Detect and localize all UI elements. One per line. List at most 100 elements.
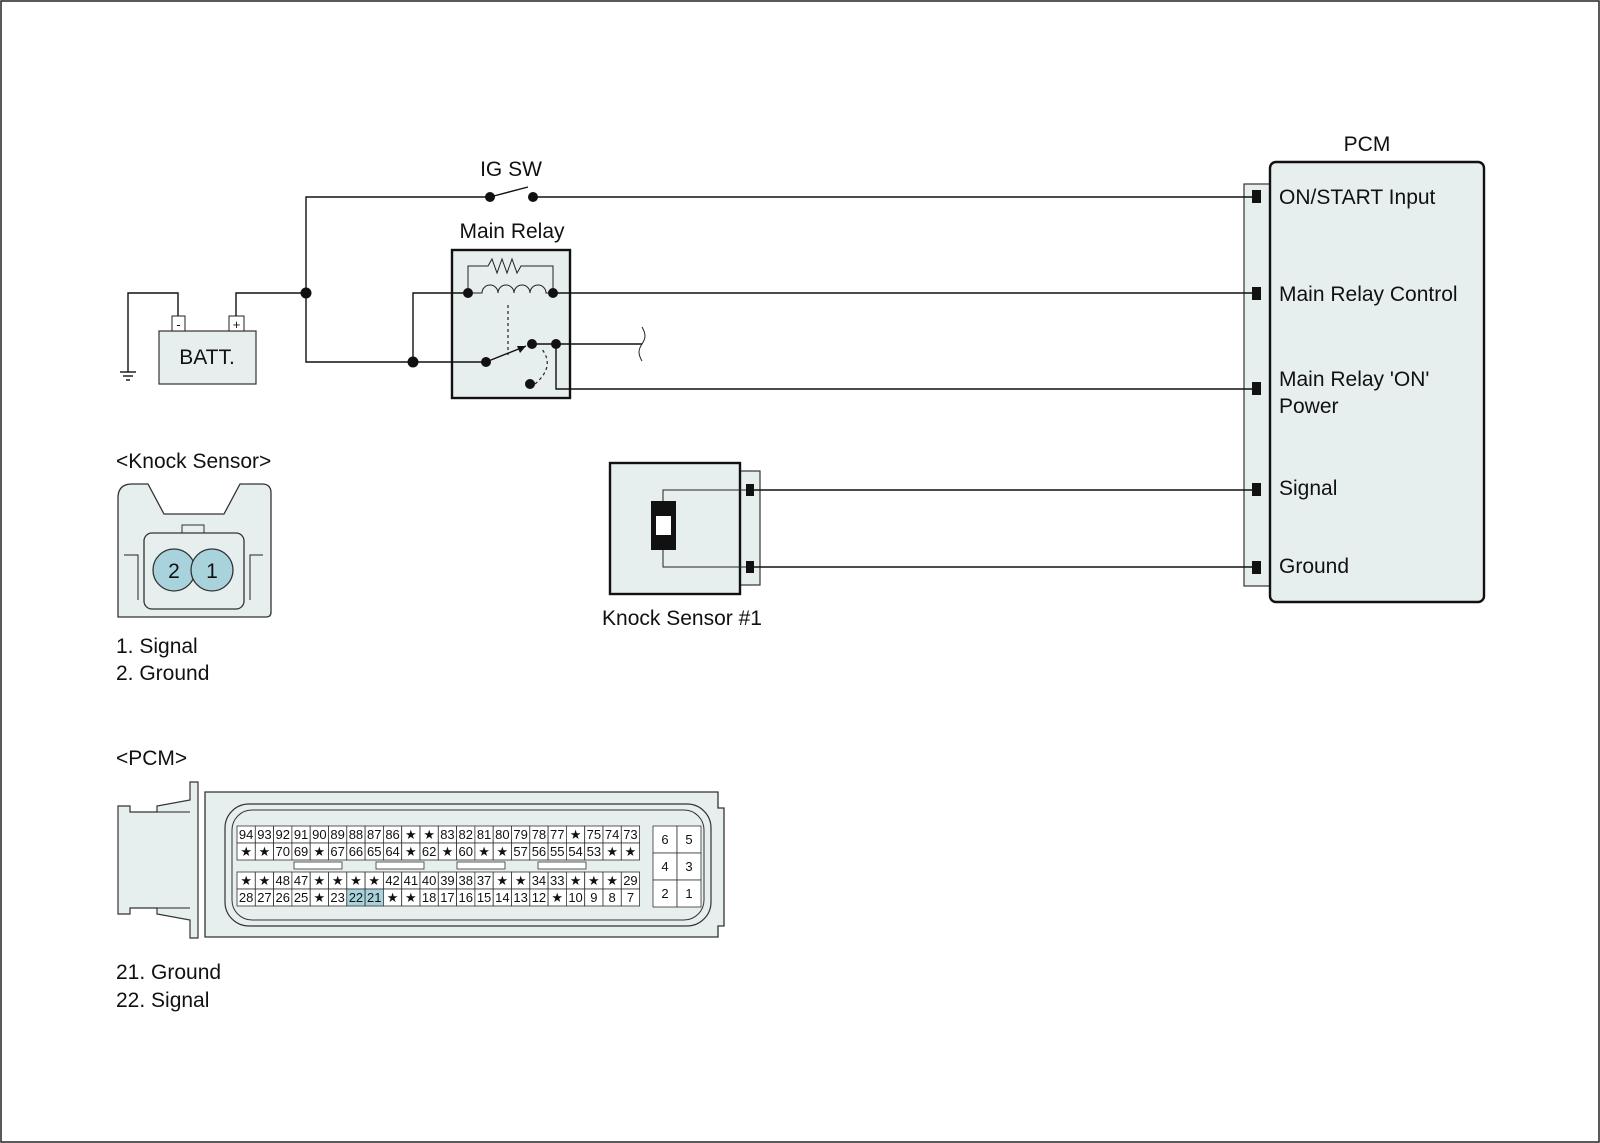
pcm-module-body	[1268, 160, 1486, 604]
pcm-connector-strip	[1243, 183, 1273, 587]
knock-sensor-internal-ground	[662, 550, 750, 568]
pcm-module: PCM ON/START Input Main Relay Control Ma…	[1243, 133, 1486, 604]
pcm-side-pin-cell	[676, 879, 702, 908]
main-relay-label: Main Relay	[459, 220, 565, 243]
pcm-pin-label: 93	[257, 827, 271, 842]
pcm-pin-label: 12	[532, 890, 546, 905]
pcm-pin-label-on-start: ON/START Input	[1279, 186, 1436, 209]
pcm-pin-label: 87	[367, 827, 381, 842]
pcm-pin-label: 48	[276, 873, 290, 888]
pcm-terminal-relay-power	[1252, 382, 1261, 395]
pcm-pin-label: 94	[239, 827, 253, 842]
knock-sensor-element-window	[656, 516, 671, 535]
pcm-pin-label: ★	[259, 873, 271, 888]
pcm-pin-label: 65	[367, 844, 381, 859]
pcm-pin-label: ★	[405, 844, 417, 859]
pcm-pin-label: 23	[330, 890, 344, 905]
pcm-terminal-on-start	[1252, 190, 1261, 203]
pcm-pin-label: 47	[294, 873, 308, 888]
pcm-terminal-signal	[1252, 483, 1261, 496]
pcm-pin-label: 42	[385, 873, 399, 888]
pcm-pin-label: ★	[442, 844, 454, 859]
pcm-pin-label: ★	[332, 873, 344, 888]
knock-connector-title: <Knock Sensor>	[116, 450, 271, 473]
knock-connector-rib-left	[124, 554, 139, 600]
pcm-pin-label: 74	[605, 827, 619, 842]
pcm-pin-label: 54	[568, 844, 582, 859]
pcm-pin-label: 75	[587, 827, 601, 842]
pcm-pin-label: ★	[240, 844, 252, 859]
relay-on-power-wire	[555, 344, 1252, 390]
pcm-connector-inner-outline	[224, 803, 712, 927]
pcm-pin-label: 90	[312, 827, 326, 842]
battery-negative-sign: -	[176, 317, 180, 332]
pcm-pin-label: 14	[495, 890, 509, 905]
pcm-pin-label: 86	[385, 827, 399, 842]
pcm-pin-label: 73	[623, 827, 637, 842]
pcm-pin-label: 62	[422, 844, 436, 859]
pcm-pin-label: ★	[314, 873, 326, 888]
pcm-pin-label: 88	[349, 827, 363, 842]
pcm-key-bar	[456, 861, 506, 870]
pcm-pin-label-relay-control: Main Relay Control	[1279, 283, 1458, 306]
pcm-pin-label: 91	[294, 827, 308, 842]
pcm-pin-label: 15	[477, 890, 491, 905]
pcm-pin-label: 83	[440, 827, 454, 842]
knock-connector-legend-1: 1. Signal	[116, 635, 198, 658]
pcm-pin-label: 38	[459, 873, 473, 888]
battery-positive-wire	[235, 292, 306, 316]
pcm-terminal-ground	[1252, 561, 1261, 574]
pcm-pin-cell	[620, 842, 640, 861]
pcm-pin-label: 64	[385, 844, 399, 859]
pcm-pin-label: 26	[276, 890, 290, 905]
pcm-pin-label: ★	[515, 873, 527, 888]
battery-ground-wire	[127, 292, 179, 372]
pcm-side-pin-cell	[652, 879, 678, 908]
wire-break-symbol	[638, 326, 646, 362]
pcm-pin-label-relay-power-line1: Main Relay 'ON'	[1279, 368, 1429, 391]
pcm-pin-label: 79	[513, 827, 527, 842]
pcm-connector-legend-1: 21. Ground	[116, 961, 221, 984]
pcm-side-pin-label: 1	[685, 886, 692, 901]
pcm-pin-label-signal: Signal	[1279, 477, 1337, 500]
ig-switch-label: IG SW	[480, 158, 542, 181]
knock-connector-pin-1-number: 1	[206, 560, 218, 583]
pcm-pin-label: 17	[440, 890, 454, 905]
pcm-pin-label: 9	[590, 890, 597, 905]
pcm-pin-label: ★	[570, 873, 582, 888]
pcm-module-title: PCM	[1344, 133, 1391, 156]
main-relay: Main Relay	[407, 220, 1252, 400]
ig-switch-feed-wire	[305, 196, 490, 293]
pcm-connector-legend-2: 22. Signal	[116, 989, 209, 1012]
pcm-pin-label: ★	[497, 873, 509, 888]
pcm-connector-flange	[117, 781, 199, 939]
pcm-pin-label: 28	[239, 890, 253, 905]
pcm-side-pin-label: 3	[685, 859, 692, 874]
pcm-pin-label: ★	[387, 890, 399, 905]
relay-feed-wire	[305, 293, 413, 363]
pcm-pin-label: 55	[550, 844, 564, 859]
knock-sensor-terminal-ground	[746, 561, 754, 573]
knock-sensor-unit-label: Knock Sensor #1	[602, 607, 762, 630]
pcm-pin-label: 53	[587, 844, 601, 859]
relay-blade-arrow	[517, 346, 526, 353]
knock-connector-pin-1	[190, 548, 234, 592]
pcm-side-pin-label: 6	[661, 832, 668, 847]
pcm-pin-label: 66	[349, 844, 363, 859]
battery-positive-sign: +	[233, 317, 241, 332]
pcm-pin-label: ★	[405, 890, 417, 905]
ground-symbol	[120, 371, 136, 381]
pcm-pin-label: ★	[240, 873, 252, 888]
pcm-pin-label: 80	[495, 827, 509, 842]
pcm-pin-label: ★	[423, 827, 435, 842]
pcm-pin-label: 22	[349, 890, 363, 905]
relay-resistor	[467, 257, 554, 293]
pcm-pin-label-relay-power-line2: Power	[1279, 395, 1339, 418]
pcm-pin-label: 34	[532, 873, 546, 888]
pcm-pin-label: 7	[627, 890, 634, 905]
pcm-pin-label: 67	[330, 844, 344, 859]
